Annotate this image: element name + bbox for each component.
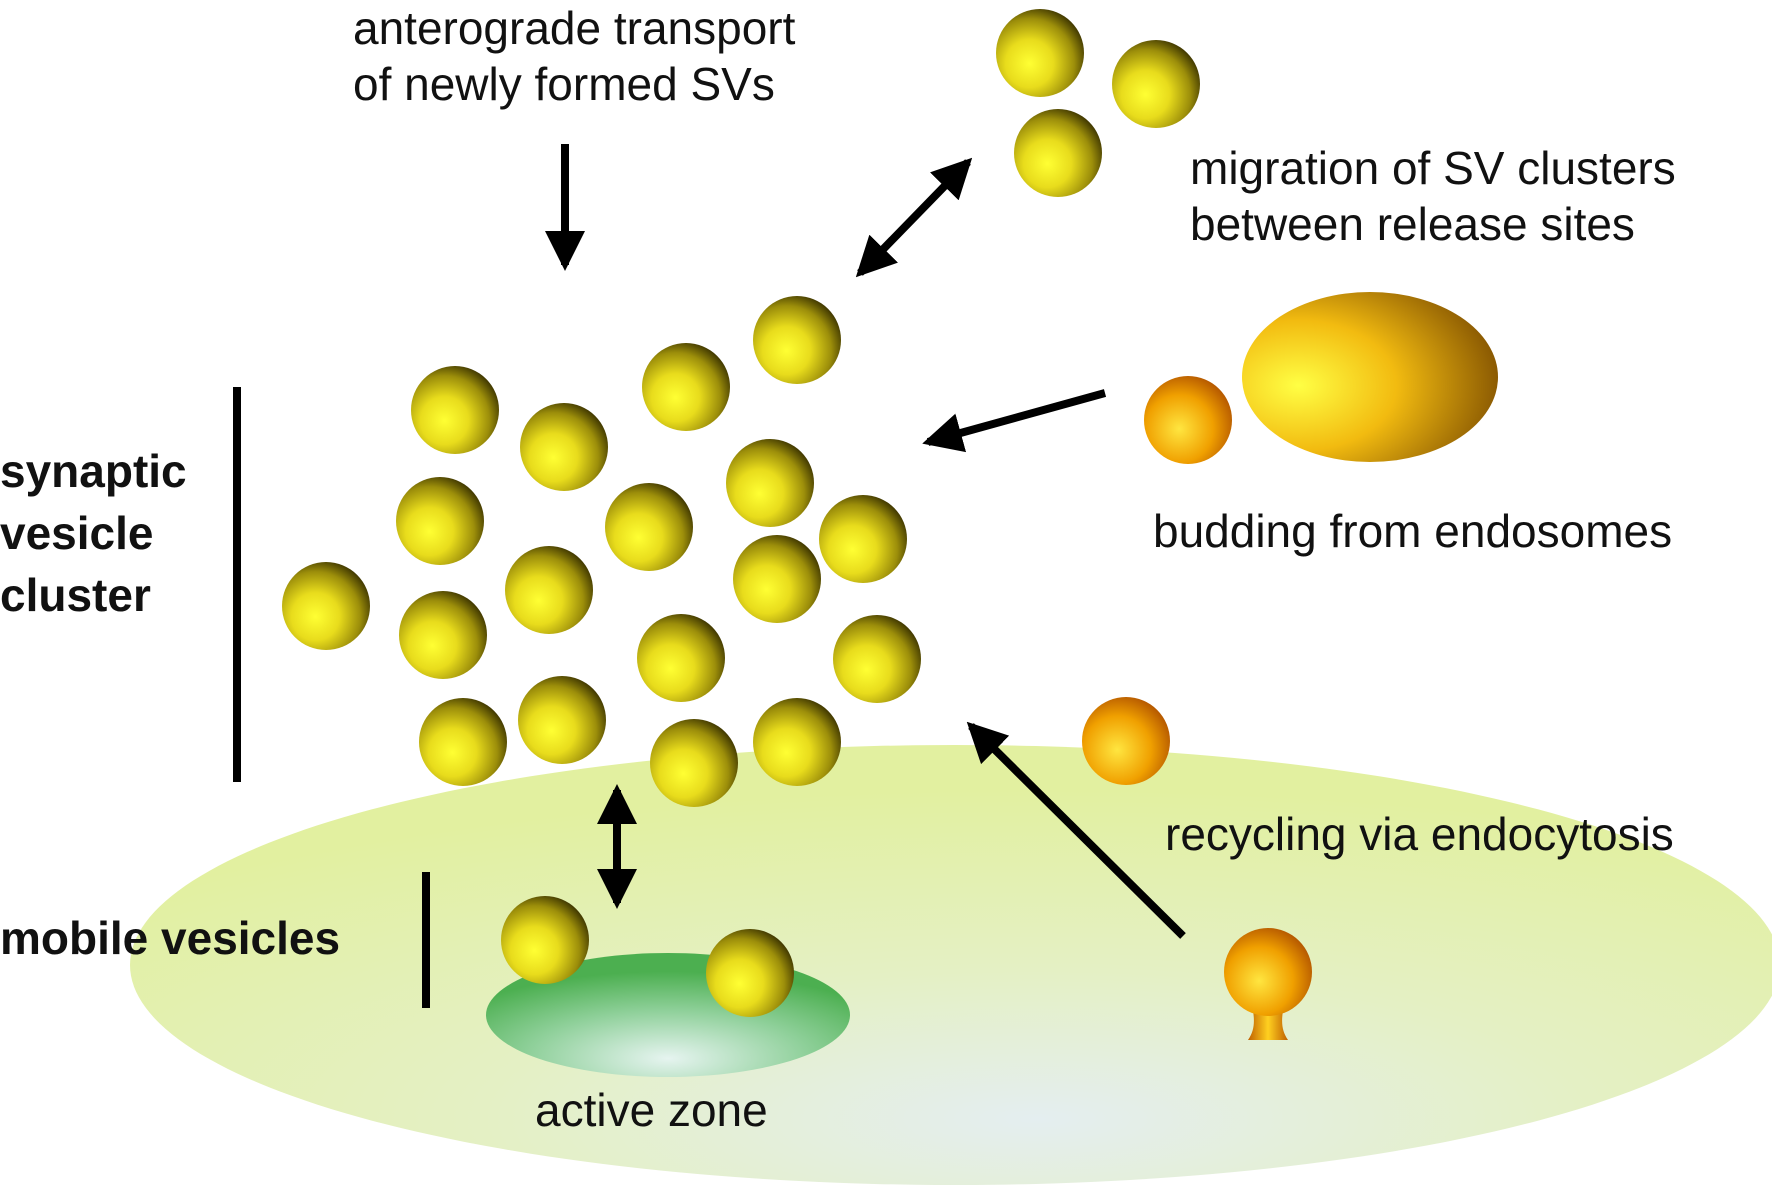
mobile-vesicles (501, 896, 794, 1017)
vesicle (1112, 40, 1200, 128)
vesicle (996, 9, 1084, 97)
migration-label-line-1: migration of SV clusters (1190, 142, 1676, 194)
endocytic-pit (1224, 928, 1312, 1040)
mobile-vesicles-label: mobile vesicles (0, 912, 341, 964)
vesicle (706, 929, 794, 1017)
anterograde-label-line-1: anterograde transport (353, 2, 796, 54)
vesicle (501, 896, 589, 984)
arrows (545, 144, 1186, 939)
migration-label-line-2: between release sites (1190, 198, 1635, 250)
vesicle (411, 366, 499, 454)
cluster-label-line-1: synaptic (0, 445, 187, 497)
vesicle (605, 483, 693, 571)
vesicle (753, 296, 841, 384)
vesicle (518, 676, 606, 764)
cluster-label: synaptic vesicle cluster (0, 440, 187, 626)
vesicle (733, 535, 821, 623)
vesicle (399, 591, 487, 679)
recycling-arrow (966, 721, 1186, 939)
endosome-body (1242, 292, 1498, 462)
vesicle (419, 698, 507, 786)
cluster-label-line-2: vesicle (0, 507, 154, 559)
recycling-vesicle (1082, 697, 1170, 785)
vesicle (753, 698, 841, 786)
active-zone-label: active zone (535, 1084, 768, 1136)
endocytic-pit-head (1224, 928, 1312, 1016)
budding-label: budding from endosomes (1153, 505, 1673, 557)
endosome (1144, 292, 1498, 464)
presynaptic-membrane (130, 745, 1772, 1185)
vesicle (642, 343, 730, 431)
vesicle (282, 562, 370, 650)
vesicle (396, 477, 484, 565)
migrating-vesicle-cluster (996, 9, 1200, 197)
recycling-label: recycling via endocytosis (1165, 808, 1674, 860)
vesicle (1014, 109, 1102, 197)
vesicle (650, 719, 738, 807)
migration-label: migration of SV clusters between release… (1190, 140, 1676, 252)
migration-arrow (855, 157, 973, 278)
bracket-bars (233, 387, 430, 1008)
synaptic-vesicle-cluster (282, 296, 921, 807)
cluster-label-line-3: cluster (0, 569, 151, 621)
endosome-bud (1144, 376, 1232, 464)
anterograde-label-line-2: of newly formed SVs (353, 58, 775, 110)
vesicle (726, 439, 814, 527)
budding-arrow (922, 389, 1107, 453)
anterograde-transport-label: anterograde transport of newly formed SV… (353, 0, 795, 112)
vesicle (505, 546, 593, 634)
vesicle (520, 403, 608, 491)
vesicle (637, 614, 725, 702)
vesicle (819, 495, 907, 583)
vesicle (833, 615, 921, 703)
